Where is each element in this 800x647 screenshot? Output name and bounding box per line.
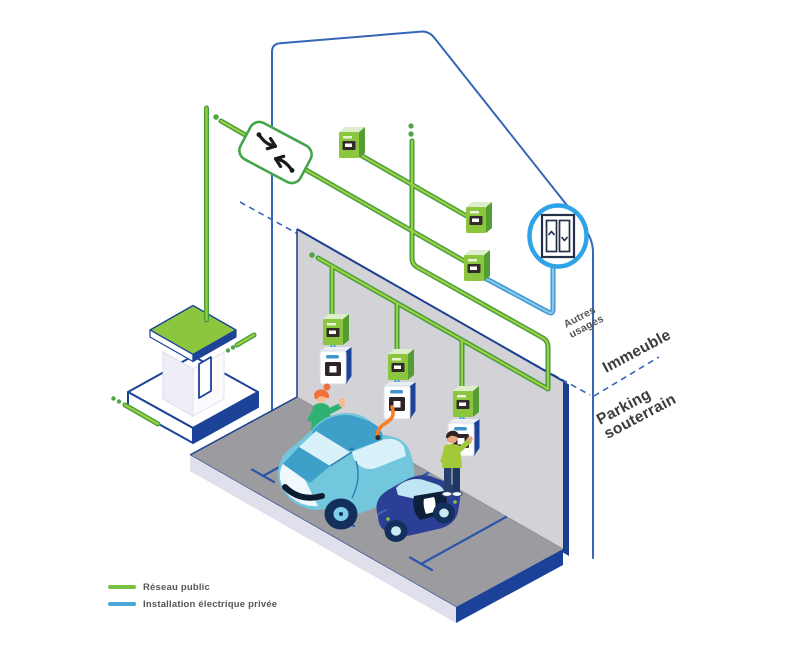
- electric-meter-icon-apartment-1: [339, 127, 365, 158]
- label-autres-usages: Autres usages: [562, 304, 606, 341]
- legend-item-installation-privee: Installation électrique privée: [108, 598, 277, 610]
- network-continuation-dots: [111, 114, 414, 404]
- electric-meter-icon-parking-2: [388, 349, 414, 380]
- transformer-door: [198, 356, 212, 399]
- legend-item-reseau-public: Réseau public: [108, 581, 277, 593]
- label-parking-souterrain: Parking souterrain: [594, 386, 679, 443]
- charging-cable: [375, 405, 395, 441]
- compact-ev-car: [376, 475, 461, 542]
- ev-charger-icon-2: [383, 381, 416, 420]
- public-network-lines: [111, 105, 551, 427]
- legend-label-installation-privee: Installation électrique privée: [143, 598, 278, 610]
- legend-label-reseau-public: Réseau public: [143, 581, 211, 593]
- immeuble-text: Immeuble: [600, 326, 674, 376]
- immeuble-parking-separator-dashed-line: [593, 356, 660, 397]
- disconnect-switch-icon: [238, 120, 313, 185]
- public-network-line-swatch: [108, 584, 136, 590]
- parking-back-wall: [296, 228, 569, 556]
- building-outline: [271, 30, 594, 559]
- electric-meter-icon-parking-3: [453, 386, 479, 417]
- elevator-icon: [527, 203, 589, 269]
- label-immeuble: Immeuble: [600, 326, 674, 376]
- transformer-station: [127, 304, 259, 444]
- electric-meter-icon-parking-1: [323, 314, 349, 345]
- electric-meter-icon-common-services: [464, 250, 490, 281]
- ev-charger-icon-1: [319, 346, 352, 385]
- electric-meter-icon-apartment-2: [466, 202, 492, 233]
- man-figure: [440, 430, 473, 497]
- legend: Réseau public Installation électrique pr…: [108, 581, 277, 610]
- private-installation-line-swatch: [108, 601, 136, 607]
